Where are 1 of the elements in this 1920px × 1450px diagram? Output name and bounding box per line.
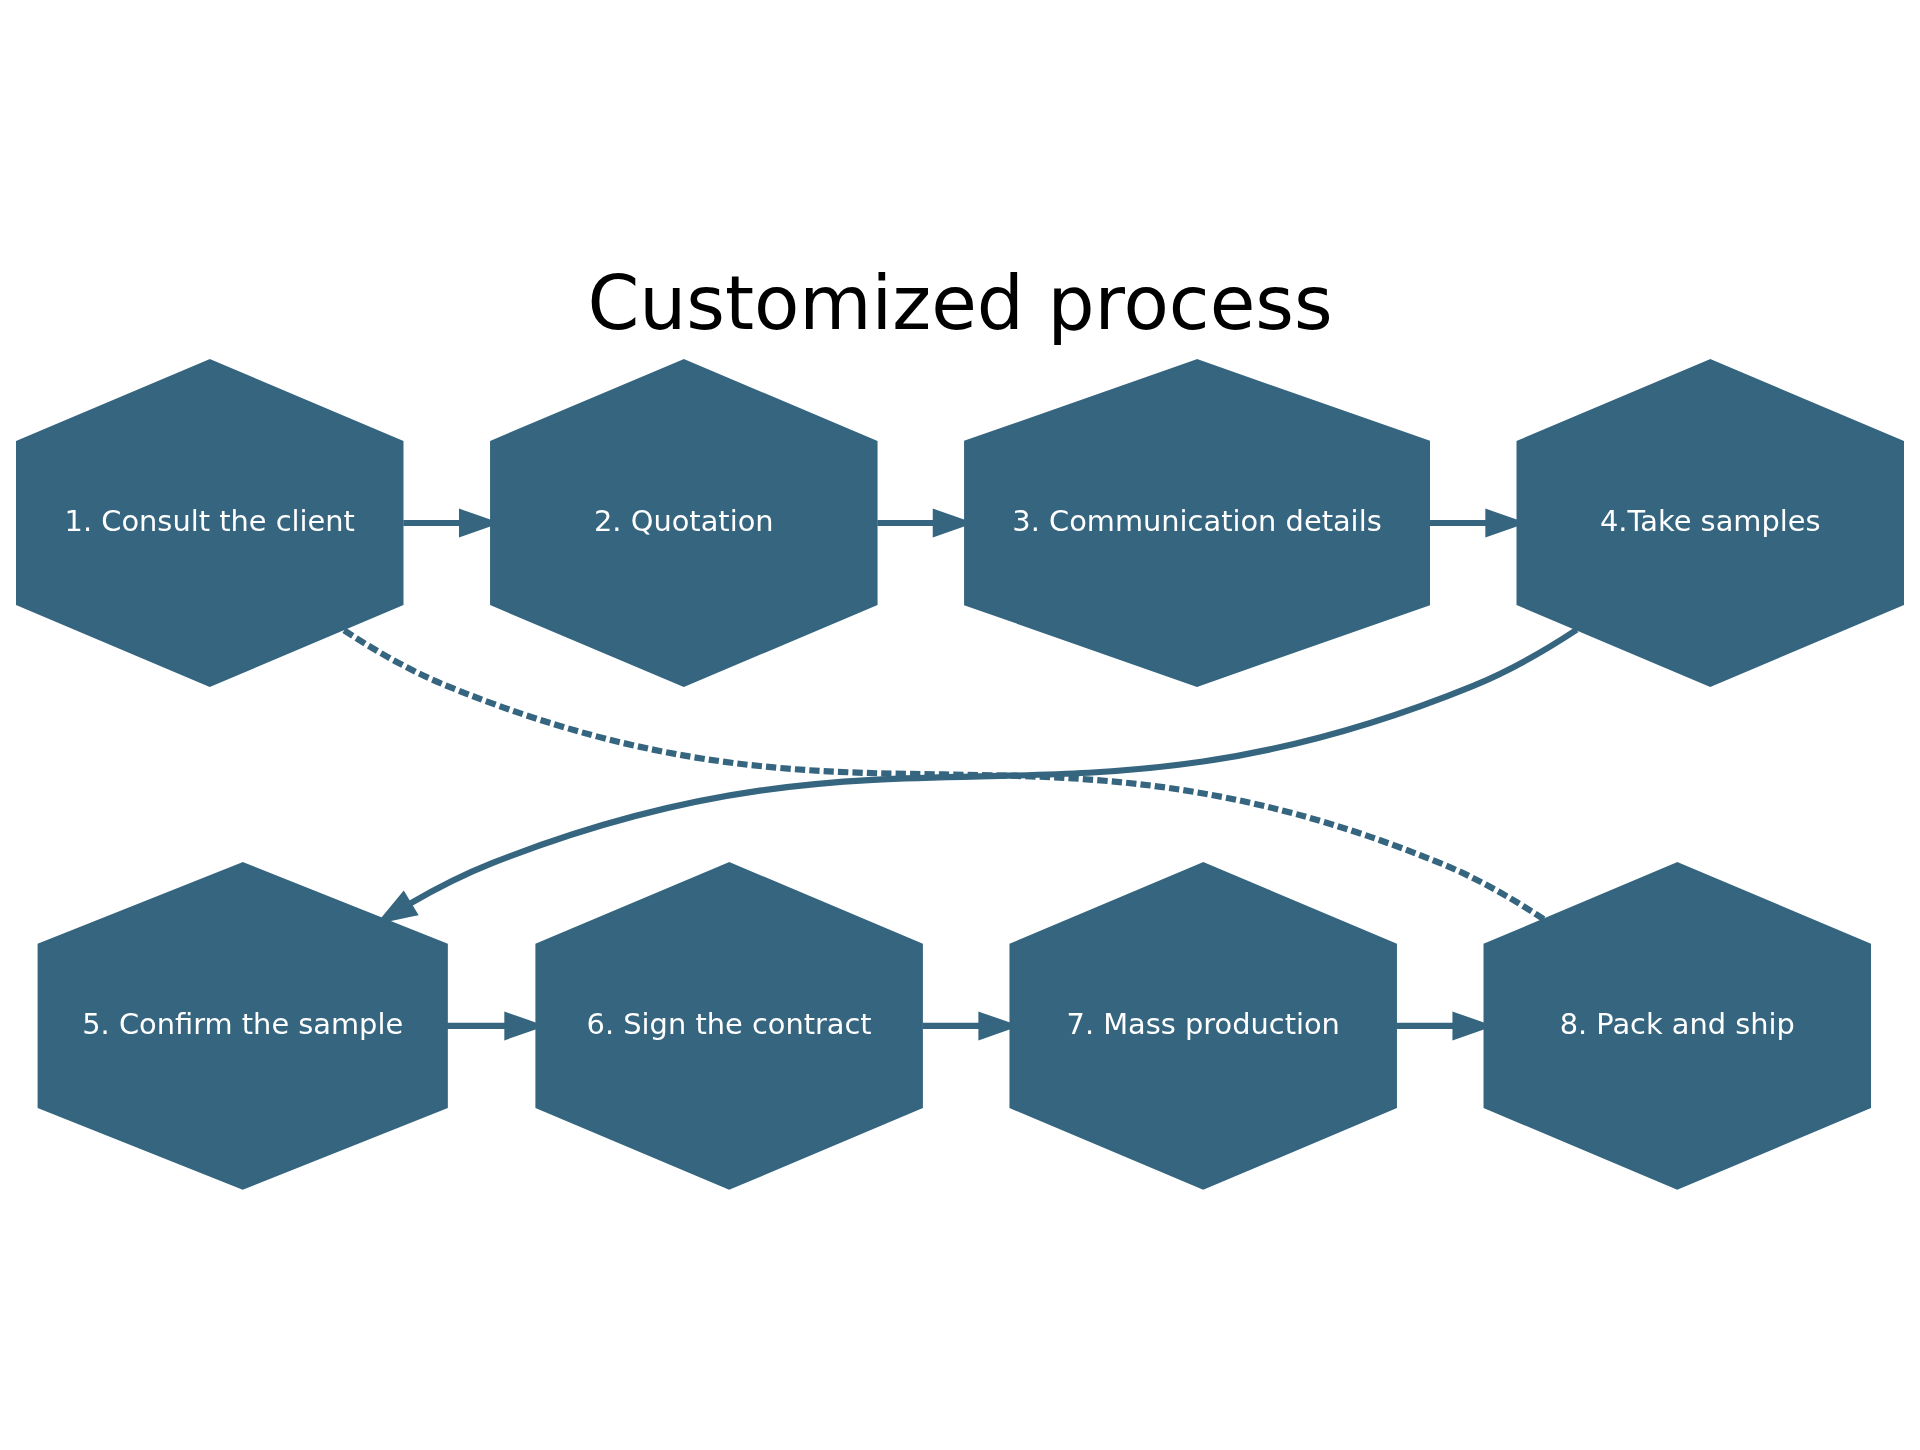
diagram-title: Customized process (587, 259, 1333, 346)
